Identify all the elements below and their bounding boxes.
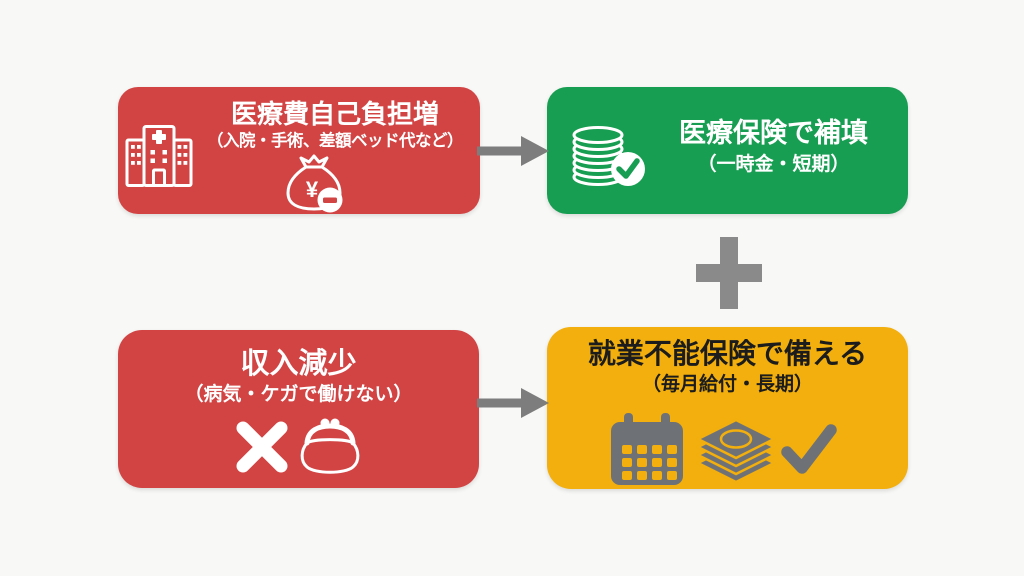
box-medical-insurance-cover: 医療保険で補填 （一時金・短期） bbox=[547, 87, 908, 214]
banknotes-icon bbox=[696, 418, 776, 484]
box-income-decrease: 収入減少 （病気・ケガで働けない） bbox=[118, 330, 479, 488]
box-title: 収入減少 bbox=[240, 348, 357, 380]
box-title: 医療費自己負担増 bbox=[230, 99, 439, 129]
arrow-right-icon bbox=[477, 136, 549, 166]
arrow-right-icon bbox=[477, 388, 549, 418]
x-mark-icon bbox=[236, 421, 288, 473]
box-subtitle: （病気・ケガで働けない） bbox=[184, 384, 413, 405]
box-subtitle: （一時金・短期） bbox=[697, 154, 850, 175]
coin-stack-check-icon bbox=[572, 126, 645, 186]
box-disability-insurance-prepare: 就業不能保険で備える （毎月給付・長期） bbox=[547, 327, 908, 489]
hospital-icon bbox=[125, 125, 193, 187]
yen-symbol: ¥ bbox=[306, 177, 319, 202]
coin-purse-icon bbox=[300, 418, 360, 474]
box-text: 医療費自己負担増 （入院・手術、差額ベッド代など） bbox=[194, 98, 476, 152]
checkmark-icon bbox=[781, 424, 837, 474]
box-subtitle: （毎月給付・長期） bbox=[641, 374, 813, 395]
box-medical-cost-increase: 医療費自己負担増 （入院・手術、差額ベッド代など） ¥ bbox=[118, 87, 480, 214]
box-text: 医療保険で補填 （一時金・短期） bbox=[645, 117, 902, 178]
box-title: 就業不能保険で備える bbox=[587, 338, 868, 369]
box-text: 収入減少 （病気・ケガで働けない） bbox=[118, 346, 479, 408]
money-bag-minus-icon: ¥ bbox=[286, 154, 343, 213]
box-title: 医療保険で補填 bbox=[679, 118, 868, 148]
box-text: 就業不能保険で備える （毎月給付・長期） bbox=[547, 336, 908, 398]
calendar-icon bbox=[611, 413, 683, 485]
box-subtitle: （入院・手術、差額ベッド代など） bbox=[207, 132, 464, 150]
plus-icon bbox=[696, 237, 762, 309]
